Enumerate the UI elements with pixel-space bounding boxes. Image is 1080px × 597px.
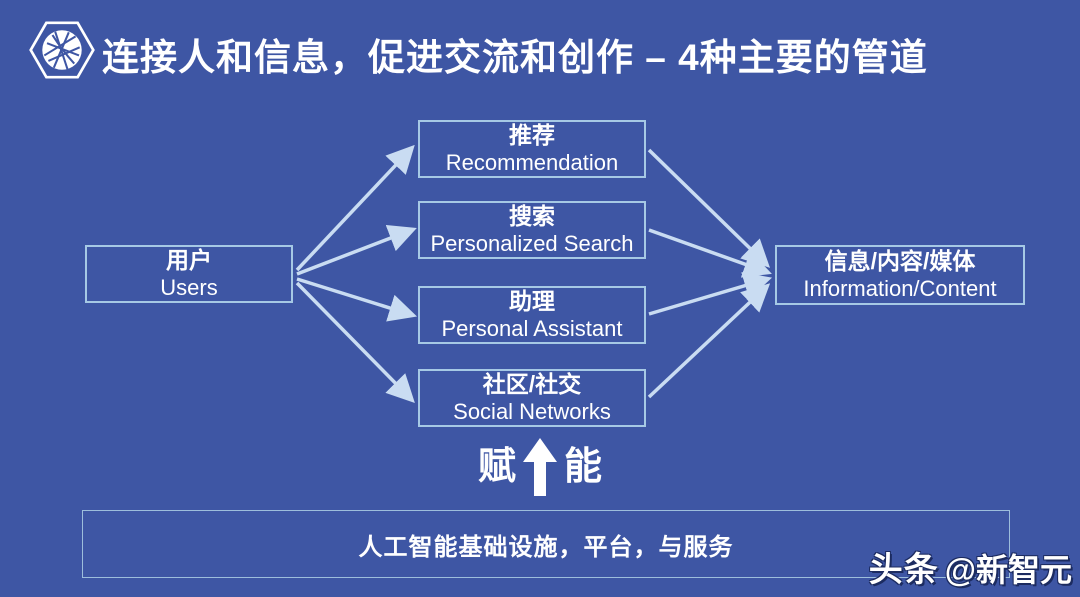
node-information-content-zh: 信息/内容/媒体 — [824, 248, 976, 274]
node-assistant: 助理 Personal Assistant — [418, 286, 646, 344]
node-users-en: Users — [160, 275, 218, 300]
page-title: 连接人和信息，促进交流和创作 – 4种主要的管道 — [102, 37, 928, 78]
node-recommendation: 推荐 Recommendation — [418, 120, 646, 178]
watermark: 头条@新智元 — [869, 542, 1072, 591]
foundation-label: 人工智能基础设施，平台，与服务 — [358, 533, 734, 561]
empower-label: 赋 能 — [478, 436, 602, 498]
foundation-bar: 人工智能基础设施，平台，与服务 — [82, 510, 1010, 578]
node-assistant-zh: 助理 — [509, 288, 555, 314]
node-search-zh: 搜索 — [509, 203, 555, 229]
empower-right-char: 能 — [564, 446, 603, 488]
node-search: 搜索 Personalized Search — [418, 201, 646, 259]
empower-left-char: 赋 — [478, 446, 517, 488]
watermark-handle: @新智元 — [944, 552, 1072, 588]
node-search-en: Personalized Search — [430, 231, 634, 256]
node-recommendation-zh: 推荐 — [509, 122, 555, 148]
node-information-content: 信息/内容/媒体 Information/Content — [775, 245, 1025, 305]
node-users: 用户 Users — [85, 245, 293, 303]
watermark-brand: 头条 — [868, 551, 939, 589]
node-social-en: Social Networks — [453, 399, 611, 424]
node-users-zh: 用户 — [166, 247, 212, 273]
node-assistant-en: Personal Assistant — [441, 316, 623, 341]
node-information-content-en: Information/Content — [803, 276, 997, 301]
node-recommendation-en: Recommendation — [445, 150, 619, 175]
up-arrow-icon — [523, 438, 558, 496]
node-social: 社区/社交 Social Networks — [418, 369, 646, 427]
node-social-zh: 社区/社交 — [482, 371, 582, 397]
hexagon-globe-icon — [29, 21, 95, 79]
